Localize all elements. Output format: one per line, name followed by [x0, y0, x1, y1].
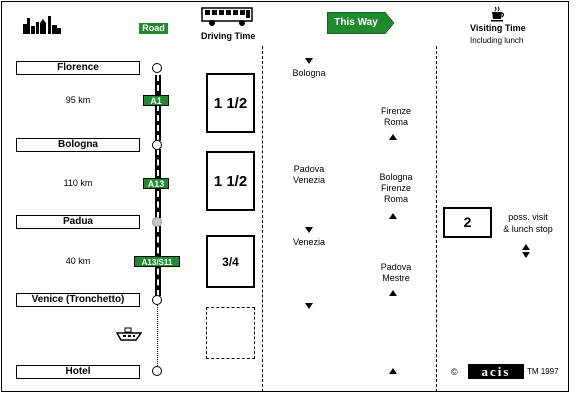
driving-time-box-empty: [206, 307, 255, 359]
bus-icon: [201, 7, 253, 26]
node-padua: [152, 217, 162, 227]
trademark-year: TM 1997: [527, 367, 559, 376]
down-arrow-icon: [522, 252, 530, 258]
highway-tag-a13-s11: A13/S11: [134, 256, 180, 267]
direction-firenze-roma: Firenze Roma: [380, 106, 411, 127]
direction-bologna-firenze-roma: Bologna Firenze Roma: [379, 172, 413, 204]
up-arrow-icon: [389, 213, 397, 219]
place-florence: Florence: [16, 61, 140, 75]
ferry-route-dotted: [157, 304, 158, 366]
place-hotel: Hotel: [16, 365, 140, 379]
place-venice-tronchetto: Venice (Tronchetto): [16, 293, 140, 307]
direction-bologna: Bologna: [292, 68, 326, 78]
city-skyline-icon: [23, 16, 61, 34]
direction-padova-mestre: Padova Mestre: [380, 262, 412, 283]
highway-tag-a1: A1: [143, 95, 169, 106]
down-arrow-icon: [305, 58, 313, 64]
up-arrow-icon: [389, 290, 397, 296]
road-header-tag: Road: [139, 23, 168, 34]
down-arrow-icon: [305, 227, 313, 233]
node-bologna: [152, 140, 162, 150]
visit-note: poss. visit & lunch stop: [503, 212, 553, 234]
distance-3: 40 km: [65, 256, 91, 266]
driving-time-box-2: 1 1/2: [206, 151, 255, 211]
this-way-arrow: [327, 12, 395, 34]
acis-logo: acis: [468, 364, 524, 379]
place-bologna: Bologna: [16, 138, 140, 152]
node-hotel: [152, 366, 162, 376]
diagram-frame: [1, 1, 569, 392]
separator-2: [436, 46, 437, 392]
visiting-time-header: Visiting Time: [470, 23, 526, 33]
driving-time-box-3: 3/4: [206, 235, 255, 288]
up-arrow-icon: [389, 134, 397, 140]
copyright-symbol: ©: [451, 367, 458, 377]
direction-venezia: Venezia: [292, 237, 326, 247]
boat-icon: [116, 327, 142, 341]
node-venice: [152, 295, 162, 305]
place-padua: Padua: [16, 215, 140, 229]
separator-1: [262, 46, 263, 392]
down-arrow-icon: [305, 303, 313, 309]
node-florence: [152, 63, 162, 73]
this-way-label: This Way: [334, 17, 378, 28]
coffee-cup-icon: [491, 6, 505, 22]
distance-1: 95 km: [65, 95, 91, 105]
road-segment-1: [155, 75, 161, 141]
visit-hours-box: 2: [443, 207, 492, 238]
up-arrow-icon: [522, 244, 530, 250]
distance-2: 110 km: [63, 178, 93, 188]
driving-time-box-1: 1 1/2: [206, 73, 255, 133]
direction-padova-venezia: Padova Venezia: [292, 164, 326, 185]
including-lunch-label: Including lunch: [470, 36, 524, 45]
up-arrow-icon: [389, 368, 397, 374]
highway-tag-a13: A13: [143, 178, 169, 189]
driving-time-header: Driving Time: [201, 31, 256, 41]
